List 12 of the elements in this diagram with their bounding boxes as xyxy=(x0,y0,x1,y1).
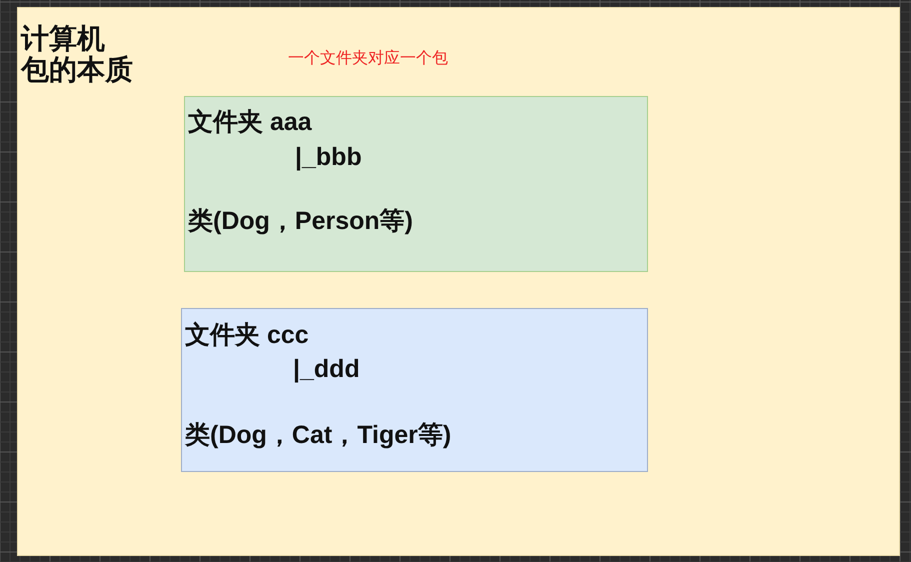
subfolder-name: |_bbb xyxy=(295,142,362,172)
folder-name: 文件夹 aaa xyxy=(188,106,312,138)
note-text: 一个文件夹对应一个包 xyxy=(288,49,448,69)
container-box xyxy=(17,7,900,556)
class-list: 类(Dog，Person等) xyxy=(188,206,413,236)
heading: 计算机 xyxy=(21,22,105,55)
folder-name: 文件夹 ccc xyxy=(185,320,309,350)
class-list: 类(Dog，Cat，Tiger等) xyxy=(185,420,452,450)
subfolder-name: |_ddd xyxy=(293,354,360,384)
folder-box xyxy=(184,96,648,272)
heading: 包的本质 xyxy=(21,53,133,87)
folder-box xyxy=(181,308,648,472)
